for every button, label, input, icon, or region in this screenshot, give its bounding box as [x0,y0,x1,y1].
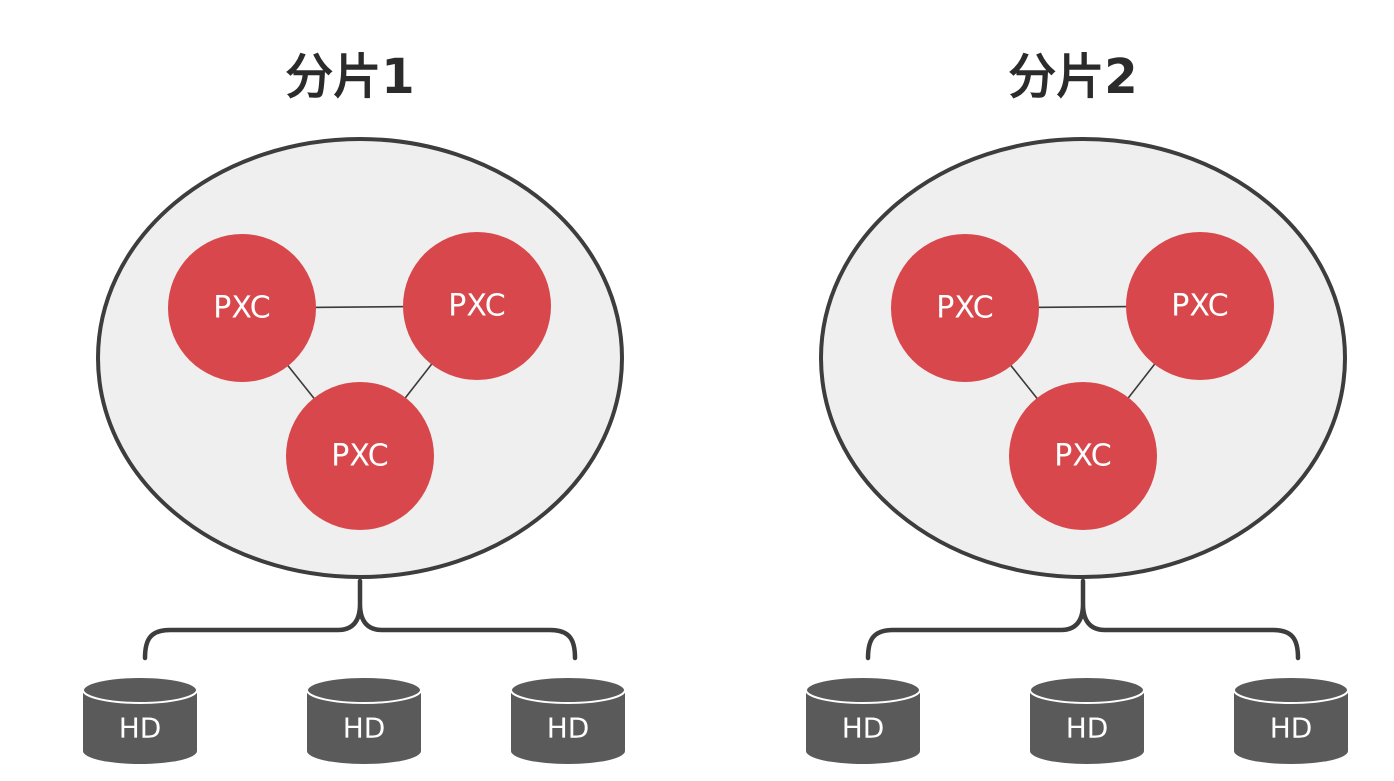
pxc-node-circle [1009,382,1157,530]
disk-top [306,676,422,704]
disk-top [82,676,198,704]
pxc-node-label: PXC [1171,289,1228,324]
shard-title: 分片1 [285,49,414,105]
pxc-node-label: PXC [448,289,505,324]
hd-disk-1: HD [82,676,198,764]
disk-top [1029,676,1145,704]
pxc-node-label: PXC [936,291,993,326]
shard-1: 分片1 PXC PXC PXC HD [82,49,626,764]
disk-body [83,690,197,764]
shard-2: 分片2 PXC PXC PXC HD [805,49,1349,764]
pxc-node-3: PXC [286,382,434,530]
pxc-node-1: PXC [168,234,316,382]
hd-disk-3: HD [1233,676,1349,764]
pxc-node-label: PXC [1054,439,1111,474]
pxc-node-circle [286,382,434,530]
pxc-node-circle [403,232,551,380]
hd-disk-1: HD [805,676,921,764]
pxc-node-circle [891,234,1039,382]
pxc-node-2: PXC [403,232,551,380]
disk-label: HD [842,712,885,745]
disk-body [307,690,421,764]
brace-connector [142,578,578,661]
disk-body [806,690,920,764]
disk-label: HD [547,712,590,745]
disk-label: HD [1270,712,1313,745]
disk-top [1233,676,1349,704]
disk-label: HD [119,712,162,745]
brace-connector [865,578,1301,661]
pxc-node-2: PXC [1126,232,1274,380]
disk-label: HD [343,712,386,745]
disk-top [805,676,921,704]
shard-1-group: 分片1 PXC PXC PXC HD [82,49,626,764]
pxc-node-label: PXC [213,291,270,326]
disk-top [510,676,626,704]
hd-disk-3: HD [510,676,626,764]
disk-body [1234,690,1348,764]
pxc-node-label: PXC [331,439,388,474]
disk-body [511,690,625,764]
disk-label: HD [1066,712,1109,745]
disk-body [1030,690,1144,764]
pxc-node-circle [168,234,316,382]
pxc-node-3: PXC [1009,382,1157,530]
shard-title: 分片2 [1008,49,1137,105]
pxc-node-circle [1126,232,1274,380]
shard-2-group: 分片2 PXC PXC PXC HD [805,49,1349,764]
hd-disk-2: HD [306,676,422,764]
hd-disk-2: HD [1029,676,1145,764]
pxc-node-1: PXC [891,234,1039,382]
